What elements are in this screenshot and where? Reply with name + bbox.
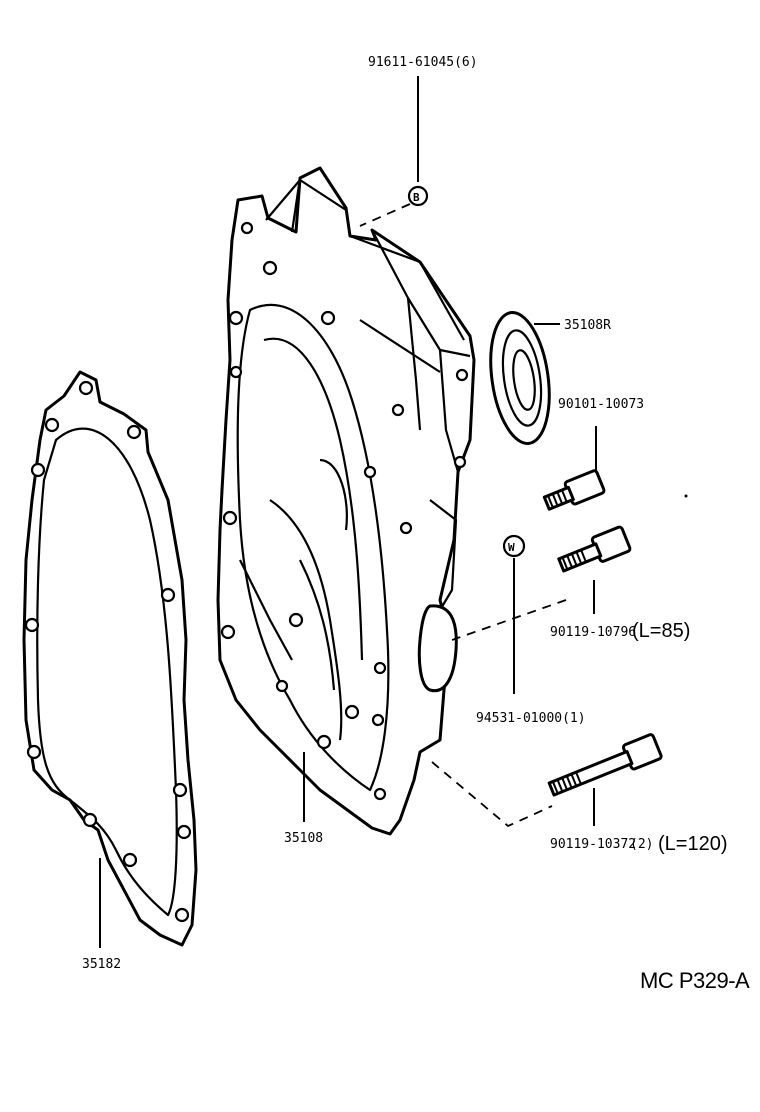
bolt-90119-10796 — [557, 525, 632, 573]
label-35108R: 35108R — [564, 318, 611, 333]
extension-housing-35108 — [216, 166, 476, 836]
label-90119-10796: 90119-10796 — [550, 625, 636, 640]
label-90101-10073: 90101-10073 — [558, 397, 644, 412]
gasket-35182 — [22, 370, 198, 947]
b-marker: B — [407, 185, 429, 207]
bolt-90119-10372 — [547, 733, 663, 797]
label-35182: 35182 — [82, 957, 121, 972]
bolt-90101-10073 — [542, 469, 606, 511]
dash-b-to-housing — [359, 203, 411, 227]
dash-bolt120-to-housing — [431, 761, 553, 828]
oil-seal-35108R — [489, 311, 551, 445]
dash-bolt85-to-housing — [451, 599, 567, 641]
label-91611-61045: 91611-61045(6) — [368, 55, 478, 70]
stray-dot — [684, 494, 688, 498]
diagram-id: MC P329-A — [640, 968, 750, 993]
label-35108: 35108 — [284, 831, 323, 846]
label-90119-10372: 90119-10372 — [550, 837, 636, 852]
label-90119-10372-length: (L=120) — [658, 833, 728, 855]
label-94531-01000: 94531-01000(1) — [476, 711, 586, 726]
svg-text:W: W — [508, 541, 515, 554]
label-90119-10796-length: (L=85) — [632, 620, 690, 642]
label-90119-10372-qty: (2) — [630, 837, 653, 852]
w-marker: W — [502, 534, 526, 558]
svg-text:B: B — [413, 191, 420, 204]
